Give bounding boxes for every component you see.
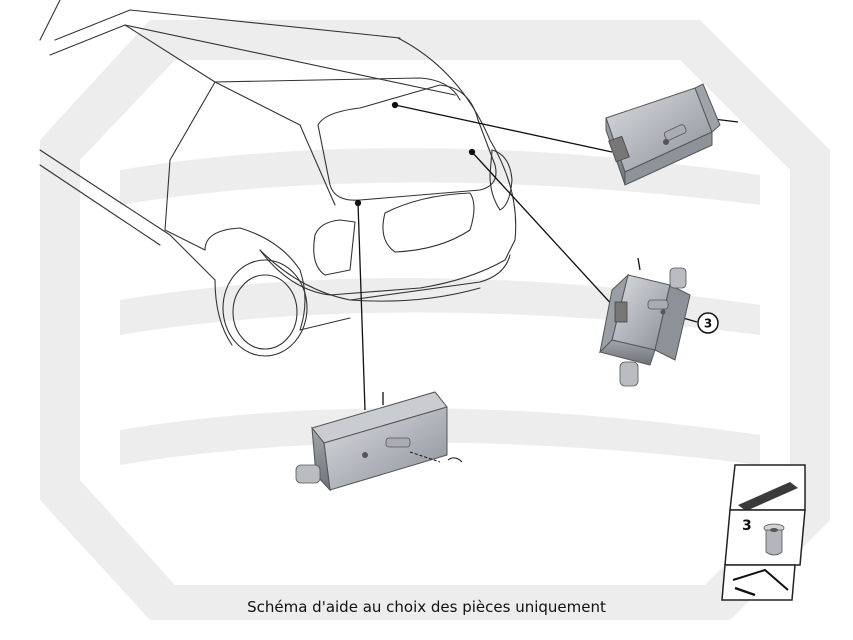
foam-pad-icon: [738, 482, 798, 511]
diagram-caption: Schéma d'aide au choix des pièces unique…: [247, 598, 606, 616]
antenna-module-middle[interactable]: [599, 267, 691, 387]
legend-item-3-number: 3: [742, 518, 752, 534]
arrow-icon: [732, 568, 789, 591]
parts-legend: 3: [721, 464, 806, 601]
leader-lines: [354, 101, 739, 411]
antenna-module-bottom[interactable]: [295, 391, 463, 492]
callout-3-label: 3: [704, 317, 712, 331]
car-outline: [39, 0, 517, 357]
antenna-module-top[interactable]: [605, 83, 721, 186]
callout-3[interactable]: 3: [697, 312, 719, 334]
rivet-nut-icon: [763, 523, 785, 556]
